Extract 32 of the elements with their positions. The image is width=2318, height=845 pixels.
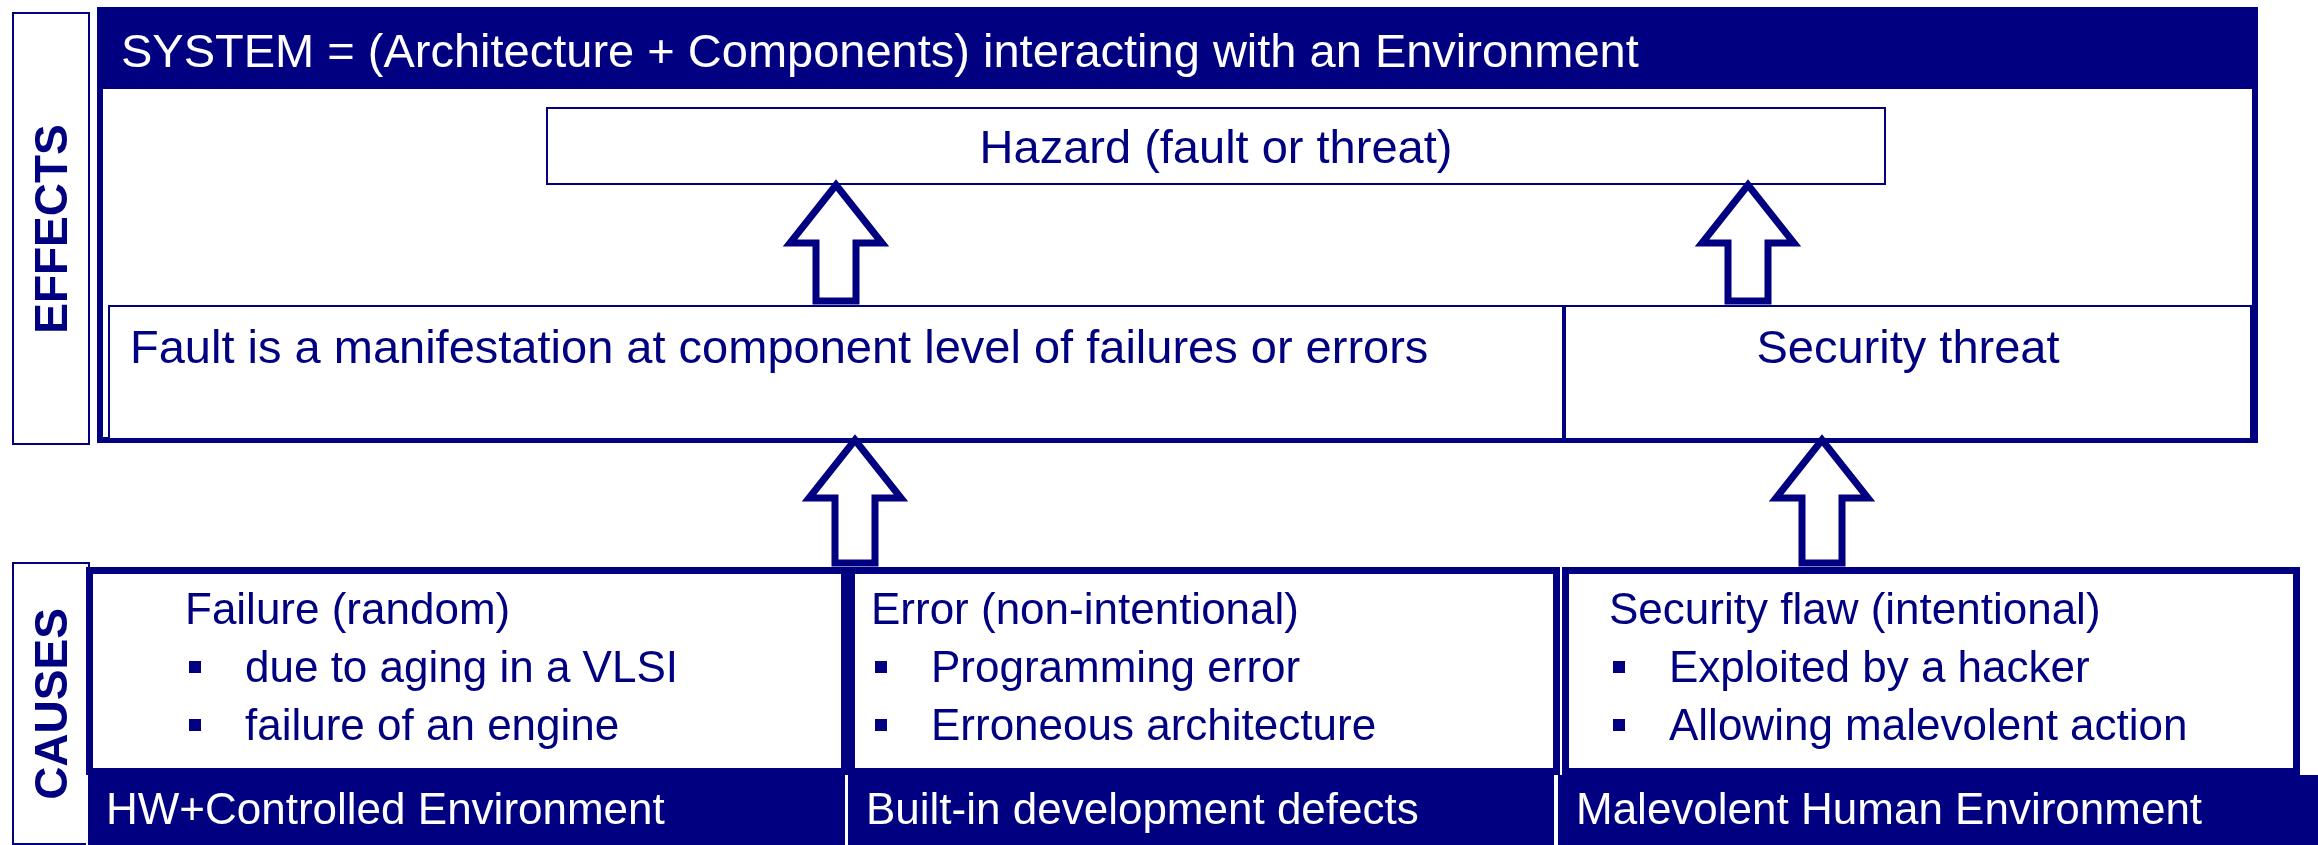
- system-title: SYSTEM = (Architecture + Components) interacting with an Environment: [121, 23, 1639, 78]
- band-label: HW+Controlled Environment: [106, 784, 665, 834]
- side-label: EFFECTS: [24, 123, 78, 334]
- list-item: due to aging in a VLSI: [245, 641, 678, 693]
- side-label: CAUSES: [24, 607, 78, 800]
- environment-band: [86, 775, 845, 845]
- cause-heading: Security flaw (intentional): [1609, 583, 2101, 635]
- node-text: Hazard (fault or threat): [979, 119, 1453, 174]
- node-text: Security threat: [1756, 319, 2060, 374]
- cause-heading: Error (non-intentional): [871, 583, 1299, 635]
- hazard-box: [546, 107, 1886, 185]
- block-arrow: [782, 179, 890, 305]
- environment-band: [1556, 775, 2318, 845]
- band-label: Malevolent Human Environment: [1576, 784, 2203, 834]
- list-item: Allowing malevolent action: [1669, 699, 2188, 751]
- list-item: failure of an engine: [245, 699, 620, 751]
- list-item: Programming error: [931, 641, 1301, 693]
- side-label-box: [12, 562, 90, 845]
- cause-heading: Failure (random): [185, 583, 511, 635]
- block-arrow: [1768, 434, 1876, 567]
- list-item: Exploited by a hacker: [1669, 641, 2090, 693]
- security-threat-box: [1564, 305, 2252, 440]
- block-arrow: [1694, 179, 1802, 305]
- side-label-box: [12, 12, 90, 445]
- system-frame: [97, 7, 2258, 443]
- cause-box: [1562, 567, 2300, 775]
- environment-band: [846, 775, 1554, 845]
- list-item: Erroneous architecture: [931, 699, 1377, 751]
- node-text: Fault is a manifestation at component level of failures or errors: [130, 319, 1429, 374]
- band-label: Built-in development defects: [866, 784, 1419, 834]
- fault-box: [108, 305, 1564, 440]
- block-arrow: [801, 434, 909, 567]
